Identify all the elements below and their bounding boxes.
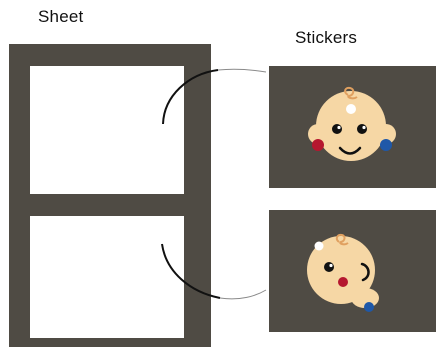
- sticker-front-face[interactable]: [269, 66, 436, 188]
- baby-face-front-icon: [269, 66, 436, 188]
- sticker-sheet: [9, 44, 211, 347]
- baby-face-side-icon: [269, 210, 436, 332]
- sheet-slot-bottom[interactable]: [30, 216, 184, 338]
- stickers-label: Stickers: [295, 28, 357, 48]
- sheet-slot-top[interactable]: [30, 66, 184, 194]
- sheet-label: Sheet: [38, 7, 83, 27]
- sticker-side-face[interactable]: [269, 210, 436, 332]
- connector-bottom-light: [220, 290, 266, 299]
- connector-top-light: [218, 69, 266, 72]
